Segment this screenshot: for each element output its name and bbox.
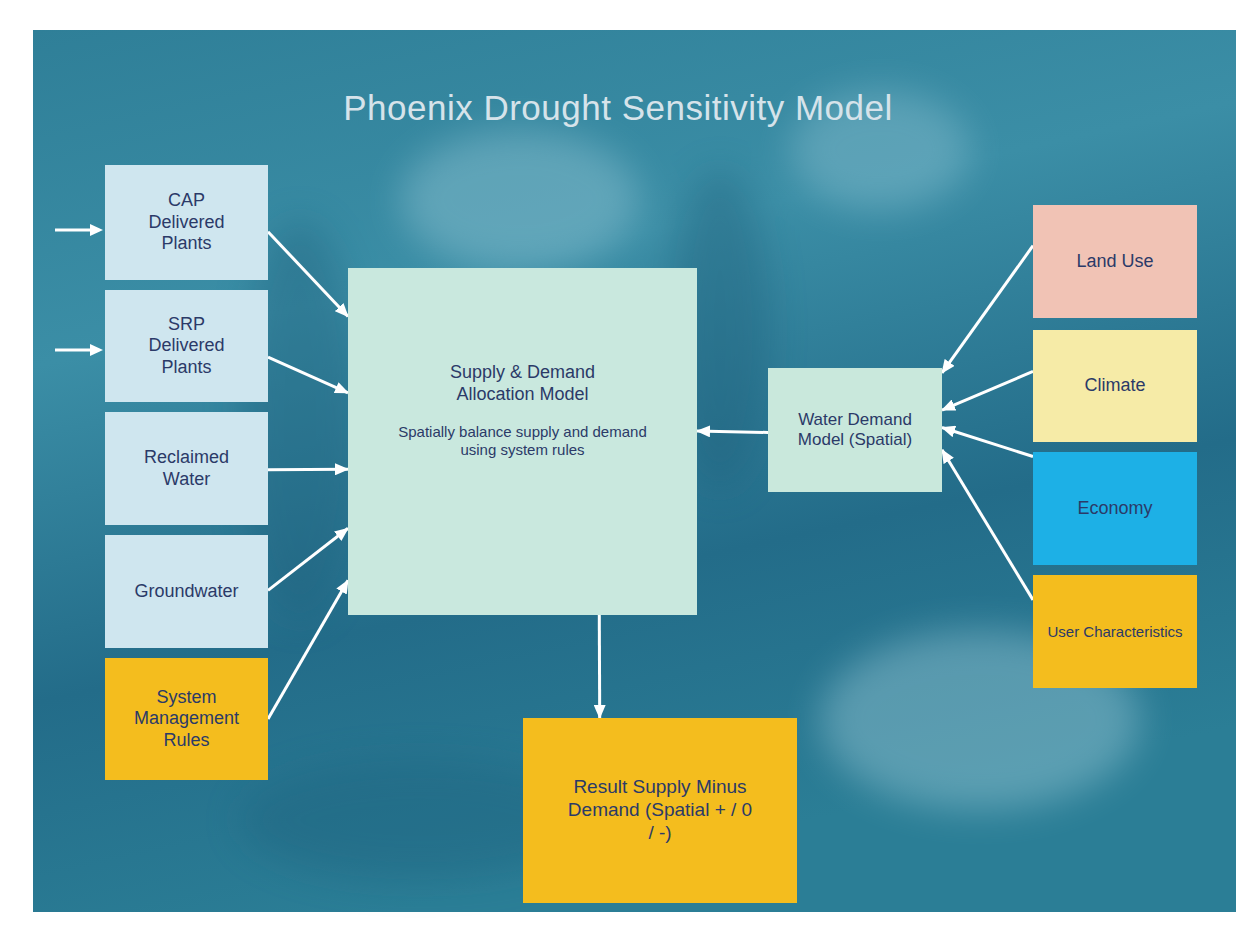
box-label: Groundwater — [134, 581, 238, 603]
process-box: Reclaimed Water — [105, 412, 268, 525]
diagram-title: Phoenix Drought Sensitivity Model — [0, 88, 1236, 128]
process-box: Climate — [1033, 330, 1197, 442]
process-box: Land Use — [1033, 205, 1197, 318]
process-box: CAP Delivered Plants — [105, 165, 268, 280]
flow-arrow — [268, 528, 348, 590]
flow-arrow — [268, 468, 348, 471]
flow-arrow — [942, 246, 1033, 373]
process-box: System Management Rules — [105, 658, 268, 780]
flow-arrow — [942, 450, 1033, 600]
process-box: Water Demand Model (Spatial) — [768, 368, 942, 492]
box-note: Spatially balance supply and demand usin… — [398, 423, 648, 459]
model-box: Supply & Demand Allocation ModelSpatiall… — [348, 268, 697, 615]
box-label: SRP Delivered Plants — [137, 314, 237, 379]
flow-arrow — [942, 371, 1033, 410]
process-box: Result Supply Minus Demand (Spatial + / … — [523, 718, 797, 903]
flow-arrow — [268, 232, 348, 317]
box-label: Water Demand Model (Spatial) — [780, 410, 930, 451]
box-label: Result Supply Minus Demand (Spatial + / … — [565, 776, 755, 844]
water-photo — [33, 30, 1236, 912]
box-label: User Characteristics — [1047, 623, 1182, 641]
box-label: Reclaimed Water — [132, 447, 242, 490]
box-label: Supply & Demand Allocation Model — [428, 362, 618, 405]
flow-arrow — [697, 431, 768, 432]
flow-arrow — [268, 580, 348, 719]
box-label: Economy — [1077, 498, 1152, 520]
box-label: Land Use — [1076, 251, 1153, 273]
box-label: System Management Rules — [122, 687, 252, 752]
incoming-arrows — [55, 224, 103, 356]
process-box: Groundwater — [105, 535, 268, 648]
box-label: Climate — [1084, 375, 1145, 397]
flow-arrow — [268, 357, 348, 393]
process-box: SRP Delivered Plants — [105, 290, 268, 402]
flow-arrow — [942, 428, 1033, 457]
box-label: CAP Delivered Plants — [137, 190, 237, 255]
process-box: User Characteristics — [1033, 575, 1197, 688]
process-box: Economy — [1033, 452, 1197, 565]
flow-arrow — [598, 615, 601, 718]
